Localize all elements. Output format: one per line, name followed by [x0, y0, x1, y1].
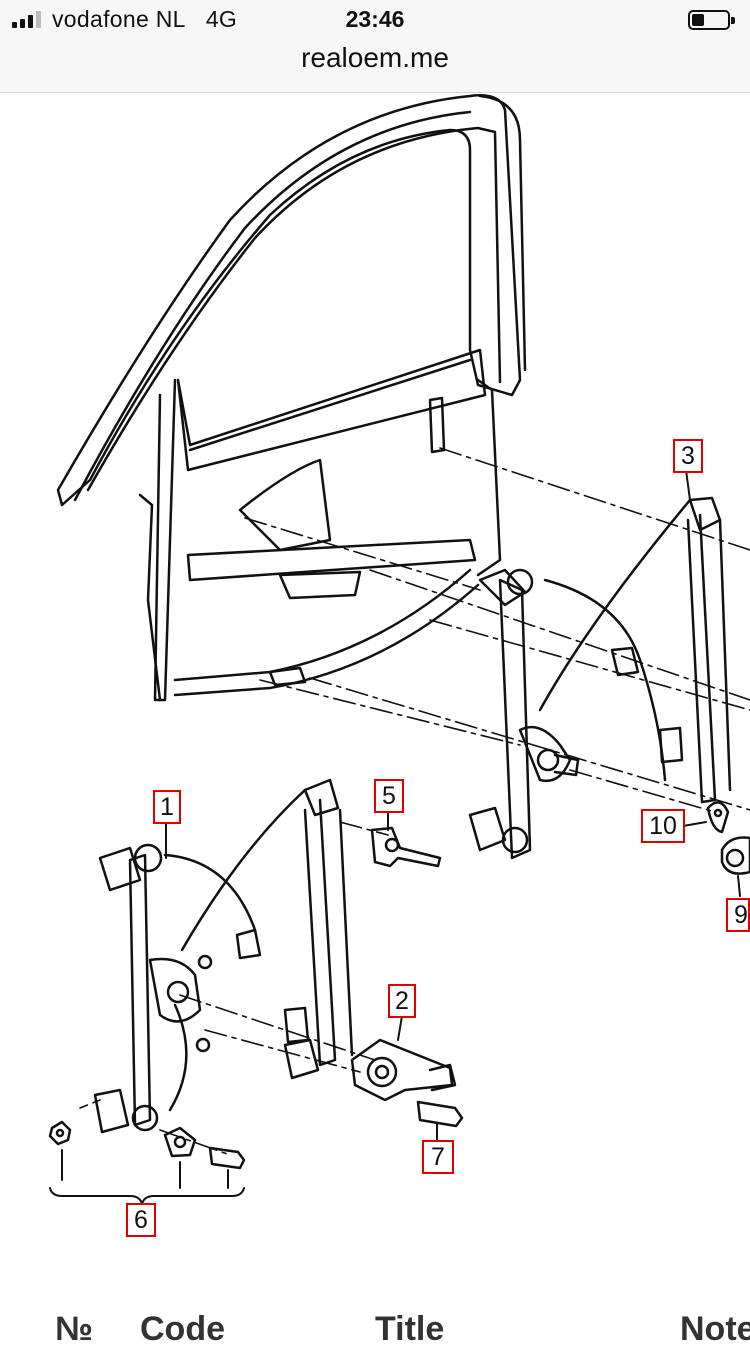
- callout-7[interactable]: 7: [422, 1140, 454, 1174]
- callout-9[interactable]: 9: [726, 898, 750, 932]
- part-6-screw: [208, 1146, 246, 1170]
- callout-10[interactable]: 10: [641, 809, 685, 843]
- status-time: 23:46: [345, 6, 405, 32]
- part-9-motor: [720, 836, 750, 875]
- status-bar: vodafone NL 4G 23:46 realoem.me: [0, 0, 750, 93]
- col-note-header: Note: [680, 1310, 750, 1348]
- carrier-label: vodafone NL 4G: [52, 6, 238, 32]
- callout-3[interactable]: 3: [673, 439, 703, 473]
- parts-diagram: [48, 94, 750, 1205]
- network-type: 4G: [205, 6, 238, 32]
- battery-icon: [688, 10, 735, 30]
- part-6-nut: [48, 1120, 72, 1146]
- col-code-header: Code: [140, 1310, 225, 1348]
- part-7-bolt: [416, 1100, 464, 1128]
- part-6-clip: [163, 1126, 197, 1158]
- callout-1[interactable]: 1: [153, 790, 181, 824]
- callout-5[interactable]: 5: [374, 779, 404, 813]
- window-regulator-lower: [128, 853, 152, 1127]
- col-no-header: №: [55, 1310, 93, 1348]
- door-frame: [56, 94, 522, 507]
- part-5-pin: [370, 826, 442, 868]
- signal-strength-icon: [12, 10, 41, 28]
- col-title-header: Title: [375, 1310, 445, 1348]
- callout-2[interactable]: 2: [388, 984, 416, 1018]
- part-10-washer: [706, 801, 730, 834]
- window-regulator-upper: [498, 578, 532, 860]
- callout-6[interactable]: 6: [126, 1203, 156, 1237]
- address-bar-url[interactable]: realoem.me: [301, 42, 449, 73]
- parts-table-header: № Code Title Note: [0, 1310, 750, 1348]
